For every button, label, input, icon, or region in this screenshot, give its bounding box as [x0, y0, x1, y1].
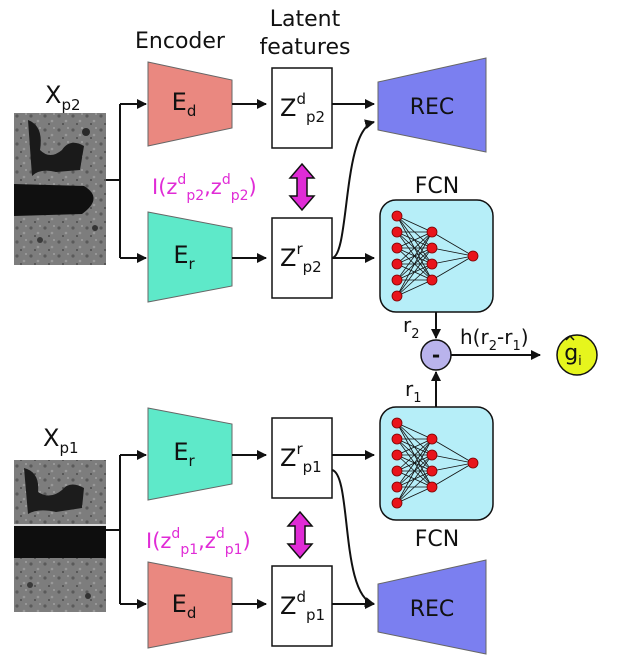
fcn-connection: [396, 438, 433, 472]
encoder-bottom-r: Er: [147, 407, 233, 501]
mri-image-p1: [14, 460, 106, 612]
fcn-neuron: [426, 258, 438, 270]
latent-connections: [331, 99, 375, 609]
fcn-bottom-label: FCN: [415, 527, 459, 552]
fcn-neuron: [391, 274, 403, 286]
fcn-connection: [396, 231, 433, 281]
fcn-connection: [396, 454, 433, 504]
encoder-top-d: Ed: [147, 61, 233, 147]
result-node: gi: [556, 334, 598, 376]
fcn-connection: [396, 486, 433, 504]
fcn-neuron: [391, 449, 403, 461]
svg-text:Ed: Ed: [172, 590, 197, 622]
fcn-neuron: [391, 481, 403, 493]
hat-icon: [565, 334, 575, 341]
fcn-connection: [396, 470, 433, 504]
latent-bottom-d: Zdp1: [271, 565, 333, 647]
input-bottom-label: Xp1: [43, 424, 79, 457]
fcn-neuron: [426, 481, 438, 493]
double-headed-vertical-arrow-icon: [286, 510, 314, 560]
latent-top-r: Zrp2: [271, 217, 333, 299]
fcn-connection: [431, 255, 474, 265]
fcn-neuron: [426, 433, 438, 445]
fcn-connection: [431, 247, 474, 257]
svg-text:Zdp2: Zdp2: [280, 90, 325, 126]
fcn-connection: [396, 438, 433, 504]
encoder-to-latent-arrows: [232, 99, 267, 609]
svg-text:Zrp2: Zrp2: [280, 240, 322, 276]
encoder-bottom-d: Ed: [147, 561, 233, 649]
decoder-top: REC: [377, 57, 487, 153]
fcn-neuron: [391, 465, 403, 477]
svg-text:Ed: Ed: [172, 88, 197, 120]
fcn-neuron: [391, 258, 403, 270]
fcn-neuron: [467, 457, 479, 469]
encoder-header: Encoder: [135, 29, 226, 54]
latent-top-d: Zdp2: [271, 67, 333, 149]
svg-text:Zdp1: Zdp1: [280, 588, 325, 624]
input-split-top: [106, 99, 147, 263]
fcn-connection: [396, 231, 433, 265]
fcn-top-network: [391, 210, 479, 302]
fcn-neuron: [391, 290, 403, 302]
fcn-connection: [431, 462, 474, 488]
fcn-connection: [396, 247, 433, 297]
fcn-top-label: FCN: [415, 174, 459, 199]
fcn-neuron: [391, 226, 403, 238]
fcn-connection: [396, 279, 433, 297]
fcn-neuron: [391, 210, 403, 222]
svg-text:Er: Er: [173, 438, 195, 470]
svg-text:Er: Er: [173, 241, 195, 273]
fcn-connection: [396, 231, 433, 249]
r2-label: r2: [403, 313, 420, 342]
fcn-neuron: [426, 274, 438, 286]
svg-text:Zrp1: Zrp1: [280, 440, 322, 476]
fcn-neuron: [426, 226, 438, 238]
h-function-label: h(r2-r1): [460, 325, 529, 354]
svg-text:-: -: [432, 343, 440, 367]
fcn-neuron: [467, 250, 479, 262]
decoder-bottom: REC: [377, 559, 487, 655]
fcn-connection: [396, 263, 433, 297]
mri-image-p2: [14, 113, 106, 265]
mutual-info-bottom: I(zdp1,zdp1): [146, 526, 251, 558]
fcn-neuron: [426, 449, 438, 461]
latent-header-line1: Latent: [270, 7, 341, 32]
fcn-bottom-network: [391, 417, 479, 509]
fcn-connection: [396, 215, 433, 233]
fcn-neuron: [391, 433, 403, 445]
fcn-connection: [396, 231, 433, 297]
fcn-neuron: [426, 465, 438, 477]
fcn-connection: [396, 438, 433, 488]
input-top-label: Xp2: [45, 81, 81, 114]
svg-text:REC: REC: [410, 597, 455, 622]
fcn-neuron: [391, 242, 403, 254]
fcn-neuron: [391, 497, 403, 509]
fcn-connection: [431, 438, 474, 464]
latent-bottom-r: Zrp1: [271, 417, 333, 499]
mutual-info-top: I(zdp2,zdp2): [152, 172, 257, 204]
r1-label: r1: [405, 377, 422, 406]
input-split-bottom: [106, 450, 147, 609]
svg-text:gi: gi: [564, 341, 582, 369]
fcn-connection: [431, 454, 474, 464]
minus-node: -: [420, 339, 452, 371]
fcn-neuron: [391, 417, 403, 429]
fcn-connection: [431, 462, 474, 472]
latent-header-line2: features: [260, 35, 351, 60]
fcn-connection: [431, 255, 474, 281]
fcn-neuron: [426, 242, 438, 254]
encoder-top-r: Er: [147, 211, 233, 303]
fcn-connection: [396, 438, 433, 456]
fcn-connection: [431, 231, 474, 257]
svg-text:REC: REC: [410, 95, 455, 120]
fcn-connection: [396, 422, 433, 440]
double-headed-vertical-arrow-icon: [288, 162, 316, 212]
